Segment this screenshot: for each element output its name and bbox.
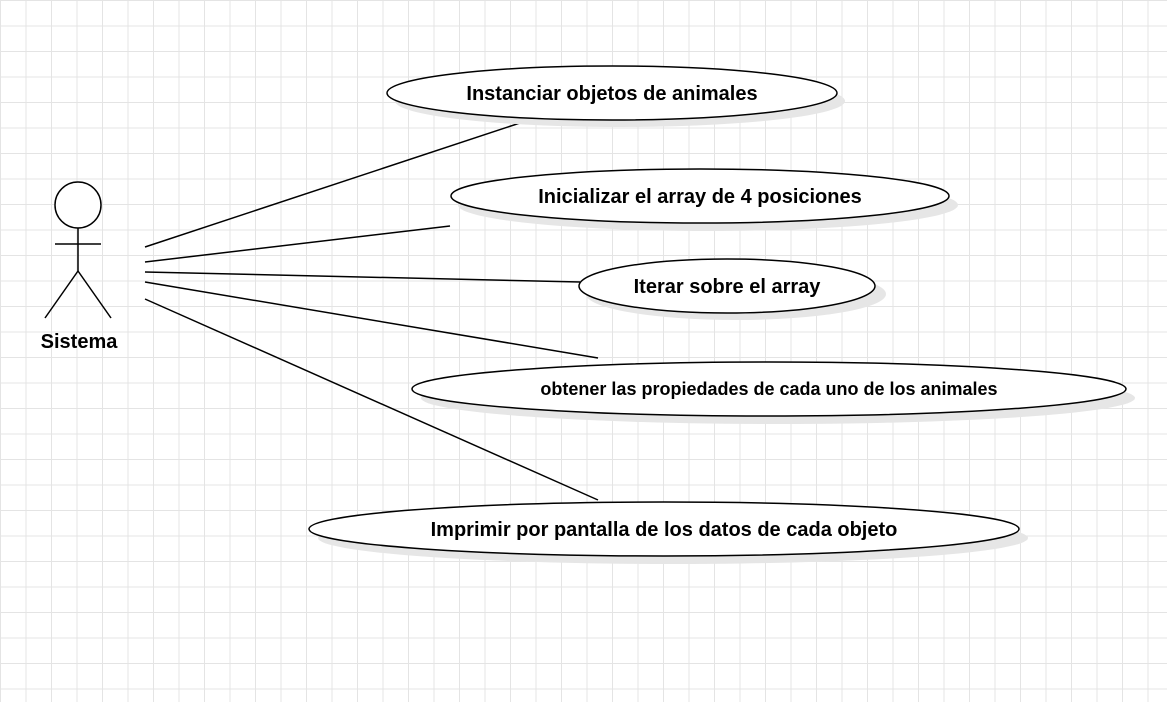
use-case-label: Imprimir por pantalla de los datos de ca…: [431, 519, 898, 541]
association-line: [144, 271, 581, 283]
use-case-label: obtener las propiedades de cada uno de l…: [540, 379, 997, 399]
use-case-ellipse: [411, 361, 1127, 417]
association-line: [144, 122, 521, 248]
actor-head: [54, 181, 102, 229]
use-case-ellipse: [386, 65, 838, 121]
use-case-inicializar[interactable]: Inicializar el array de 4 posiciones: [450, 168, 958, 231]
use-case-instanciar[interactable]: Instanciar objetos de animales: [386, 65, 845, 127]
use-case-ellipse: [450, 168, 950, 224]
actor-right-leg: [77, 270, 112, 319]
association-line: [144, 281, 599, 359]
use-case-label: Inicializar el array de 4 posiciones: [538, 186, 862, 208]
use-case-label: Iterar sobre el array: [634, 276, 822, 298]
use-case-obtener-propiedades[interactable]: obtener las propiedades de cada uno de l…: [411, 361, 1135, 424]
actor-left-leg: [44, 270, 79, 319]
use-case-ellipse: [578, 258, 876, 314]
actor-sistema[interactable]: Sistema: [41, 181, 119, 353]
actor-name: Sistema: [41, 331, 119, 353]
use-case-ellipse: [308, 501, 1020, 557]
use-case-imprimir[interactable]: Imprimir por pantalla de los datos de ca…: [308, 501, 1028, 564]
use-case-iterar[interactable]: Iterar sobre el array: [578, 258, 886, 320]
use-case-label: Instanciar objetos de animales: [466, 83, 757, 105]
association-line: [144, 225, 451, 263]
association-line: [144, 298, 599, 501]
